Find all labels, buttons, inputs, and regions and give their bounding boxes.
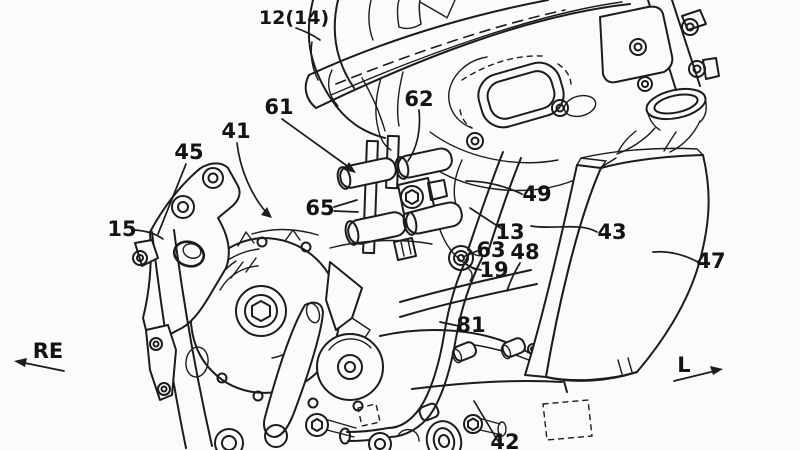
part-label-49: 49 [522, 182, 551, 206]
part-label-65: 65 [305, 196, 334, 220]
direction-label-re: RE [33, 339, 64, 363]
frame-gusset [400, 56, 652, 317]
part-label-45: 45 [174, 140, 203, 164]
part-label-62: 62 [404, 87, 433, 111]
part-label-15: 15 [107, 217, 136, 241]
headstock [600, 0, 719, 154]
direction-label-l: L [677, 353, 690, 377]
part-label-43: 43 [597, 220, 626, 244]
direction-arrow-rear: RE [14, 339, 64, 371]
airbox-dome [309, 0, 455, 138]
part-label-81: 81 [456, 313, 485, 337]
clutch-cover-group [215, 262, 391, 450]
frame-main-spar [306, 0, 630, 150]
part-label-41: 41 [221, 119, 250, 143]
part-label-19: 19 [479, 258, 508, 282]
direction-arrow-left: L [674, 353, 723, 381]
part-label-63: 63 [476, 238, 505, 262]
radiator-slab [525, 131, 709, 381]
part-label-12-14: 12(14) [259, 7, 329, 29]
part-label-61: 61 [264, 95, 293, 119]
leader-lines [134, 28, 698, 441]
left-frame-plate [133, 163, 240, 448]
part-label-13: 13 [495, 220, 524, 244]
part-labels: 12(14) 61 62 41 45 65 15 49 13 63 19 48 … [107, 7, 725, 450]
part-label-47: 47 [696, 249, 725, 273]
part-label-42: 42 [490, 430, 519, 450]
part-label-48: 48 [510, 240, 539, 264]
